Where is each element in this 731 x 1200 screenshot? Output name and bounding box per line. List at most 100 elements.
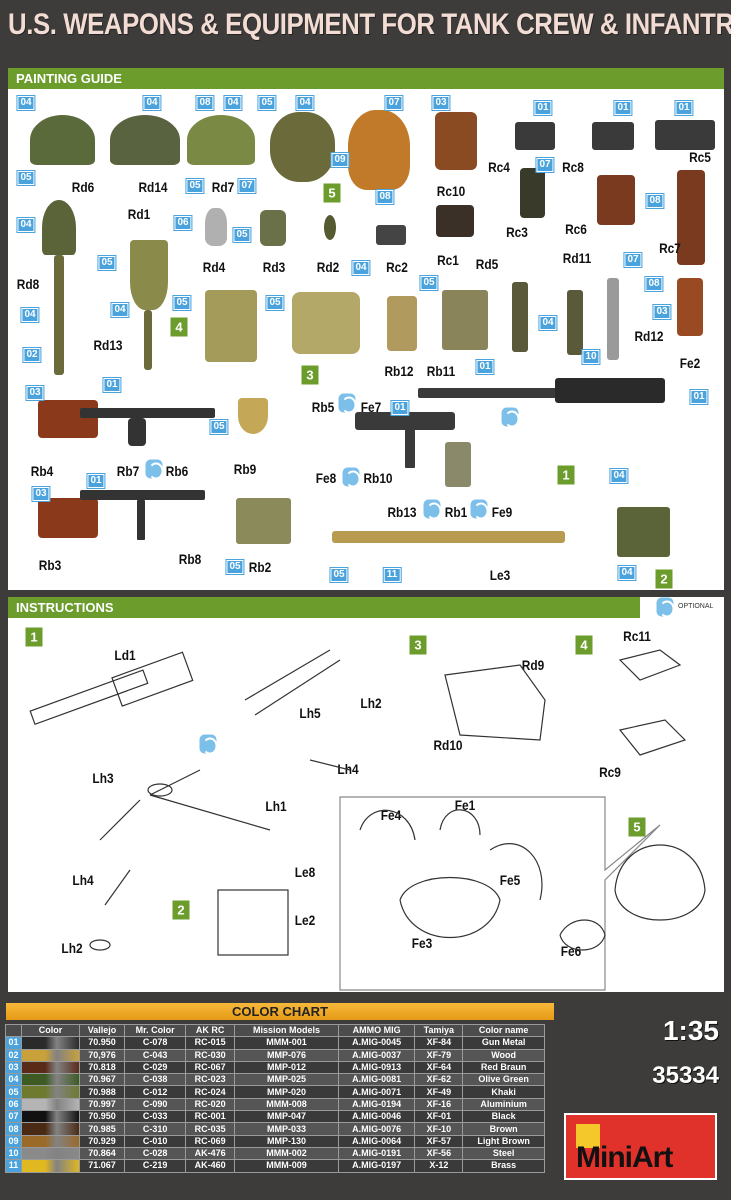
binoculars-image [436,205,474,237]
color-badge: 07 [237,178,257,194]
part-code: Rc3 [506,224,528,240]
part-code: Rd6 [71,179,95,195]
tank-helmet-1-image [270,112,335,182]
logo-text: MiniArt [576,1141,673,1174]
cell-mr: C-043 [124,1048,187,1062]
cell-mr: C-078 [124,1036,187,1050]
pouch-4-image [205,290,257,362]
cell-mr: C-029 [124,1060,187,1075]
cell-ak: RC-069 [185,1134,236,1148]
instruction-part-code: Lh2 [360,695,382,711]
cell-tamiya: XF-56 [414,1146,464,1161]
part-code: Le3 [489,567,511,583]
machine-gun-receiver-drawing [111,651,194,707]
cell-mission: MMP-047 [234,1110,339,1124]
color-badge: 05 [185,178,205,194]
color-badge: 04 [617,565,637,581]
color-swatch [21,1036,80,1050]
cell-tamiya: XF-79 [414,1048,464,1062]
binocular-case-image [435,112,477,170]
part-code: Rd8 [16,276,40,292]
part-code: Rd12 [634,328,664,344]
part-code: Fe9 [491,504,513,520]
color-badge: 04 [351,260,371,276]
cell-mission: MMP-033 [234,1122,339,1136]
holster-fe2-image [677,278,703,336]
instruction-drawings [29,649,706,991]
m3-magazine-image [405,428,415,468]
cell-ammo: A.MIG-0071 [337,1085,416,1099]
cell-ak: AK-460 [185,1159,236,1173]
color-swatch [21,1085,80,1099]
cell-vallejo: 70.988 [78,1085,126,1099]
thompson-rb4-body-image [80,408,215,418]
pouch-3-image [292,292,360,354]
color-badge: 03 [431,95,451,111]
step-number-badge: 3 [301,365,319,385]
color-swatch [21,1134,80,1148]
optional-part-icon [342,467,361,488]
instruction-part-code: Lh1 [265,798,287,814]
color-swatch [21,1146,80,1161]
cell-tamiya: XF-16 [414,1097,464,1112]
optional-part-icon [423,499,442,520]
cell-ak: RC-020 [185,1097,236,1112]
tripod-legs-drawing [244,649,351,771]
optional-part-icon [501,407,520,428]
cell-mr: C-033 [124,1110,187,1124]
optional-legend-icon [656,597,675,618]
cell-mr: C-028 [124,1146,187,1161]
drum-magazine-image [128,418,146,446]
mg-receiver-image [555,378,665,403]
cell-mission: MMP-020 [234,1085,339,1099]
color-badge: 04 [20,307,40,323]
instruction-part-code: Rc9 [599,764,621,780]
part-code: Rc4 [488,159,510,175]
cell-mr: C-010 [124,1134,187,1148]
part-code: Rd4 [202,259,226,275]
color-badge: 01 [390,400,410,416]
cell-name: Brown [462,1122,545,1136]
part-code: Rc2 [386,259,408,275]
part-code: Rb8 [178,551,202,567]
instruction-part-code: Fe3 [411,935,433,951]
cell-vallejo: 70.864 [78,1146,126,1161]
cell-mr: C-012 [124,1085,187,1099]
cell-ak: RC-023 [185,1073,236,1087]
cell-tamiya: XF-64 [414,1060,464,1075]
pistol-1-image [515,122,555,150]
instruction-step-number: 5 [628,817,646,837]
color-badge: 05 [265,295,285,311]
color-badge: 03 [652,304,672,320]
color-badge: 01 [613,100,633,116]
color-badge: 05 [232,227,252,243]
part-code: Rb6 [165,463,189,479]
part-code: Rc1 [437,252,459,268]
cell-num: 11 [5,1159,22,1173]
cell-vallejo: 70.818 [78,1060,126,1075]
step-number-badge: 4 [170,317,188,337]
thompson-rb4-stock-image [38,400,98,438]
cell-name: Aluminium [462,1097,545,1112]
cell-vallejo: 70,976 [78,1048,126,1062]
helmet-parts-drawing [359,809,543,939]
instruction-part-code: Fe5 [499,872,521,888]
instruction-part-code: Fe6 [560,943,582,959]
kit-number: 35334 [652,1062,719,1089]
cell-ammo: A.MIG-0037 [337,1048,416,1062]
color-badge: 05 [209,419,229,435]
part-code: Rb11 [426,363,456,379]
color-swatch [21,1122,80,1136]
instruction-part-code: Le2 [294,912,316,928]
cell-name: Olive Green [462,1073,545,1087]
column-header: Tamiya [414,1023,464,1038]
tripod-drawing [99,769,271,906]
part-code: Rc5 [689,149,711,165]
